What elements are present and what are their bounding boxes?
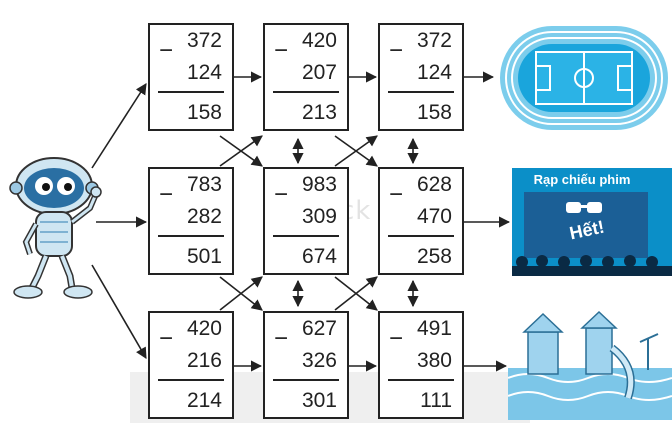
minuend: 420: [301, 29, 337, 52]
result-line: [273, 235, 339, 237]
arrow-r2c1-r1c2: [219, 135, 263, 167]
minuend: 372: [416, 29, 452, 52]
subtrahend: 470: [416, 205, 452, 228]
minuend: 783: [186, 173, 222, 196]
subtrahend: 326: [301, 349, 337, 372]
stadium-image: [500, 26, 668, 130]
difference: 158: [416, 101, 452, 124]
water-park-image: [508, 310, 672, 420]
arrow-robot-r3: [91, 264, 147, 359]
subtraction-box-r3c2: −627 326 301: [263, 311, 349, 419]
difference: 158: [186, 101, 222, 124]
arrow-robot-r1: [91, 83, 147, 169]
minuend: 491: [416, 317, 452, 340]
subtrahend: 309: [301, 205, 337, 228]
subtrahend: 282: [186, 205, 222, 228]
arrow-r3c2-r2c3: [334, 276, 378, 311]
result-line: [158, 379, 224, 381]
minuend: 372: [186, 29, 222, 52]
minus-sign: −: [389, 181, 404, 208]
result-line: [388, 91, 454, 93]
minus-sign: −: [159, 181, 174, 208]
result-line: [158, 91, 224, 93]
audience-silhouette: [512, 255, 672, 276]
minus-sign: −: [159, 37, 174, 64]
minus-sign: −: [274, 181, 289, 208]
cinema-screen: [524, 192, 648, 258]
minuend: 628: [416, 173, 452, 196]
subtraction-box-r3c1: −420 216 214: [148, 311, 234, 419]
difference: 214: [186, 389, 222, 412]
result-line: [273, 91, 339, 93]
minuend: 983: [301, 173, 337, 196]
result-line: [388, 379, 454, 381]
subtrahend: 216: [186, 349, 222, 372]
arrow-r2c2-r1c3: [334, 135, 378, 167]
arrow-r3c1-r2c2: [219, 276, 263, 311]
subtraction-box-r1c2: −420 207 213: [263, 23, 349, 131]
minus-sign: −: [389, 37, 404, 64]
cinema-sign: Rạp chiếu phim: [533, 172, 631, 187]
minus-sign: −: [159, 325, 174, 352]
subtraction-box-r1c3: −372 124 158: [378, 23, 464, 131]
minus-sign: −: [389, 325, 404, 352]
difference: 674: [301, 245, 337, 268]
robot-image: [9, 157, 102, 299]
minus-sign: −: [274, 37, 289, 64]
result-line: [273, 379, 339, 381]
difference: 501: [186, 245, 222, 268]
subtrahend: 124: [416, 61, 452, 84]
difference: 301: [301, 389, 337, 412]
subtraction-box-r2c2: −983 309 674: [263, 167, 349, 275]
subtrahend: 207: [301, 61, 337, 84]
minuend: 627: [301, 317, 337, 340]
cinema-image: Rạp chiếu phim Hết!: [512, 168, 672, 276]
subtrahend: 124: [186, 61, 222, 84]
difference: 258: [416, 245, 452, 268]
minuend: 420: [186, 317, 222, 340]
difference: 111: [420, 389, 452, 412]
subtrahend: 380: [416, 349, 452, 372]
subtraction-box-r2c1: −783 282 501: [148, 167, 234, 275]
minus-sign: −: [274, 325, 289, 352]
subtraction-box-r2c3: −628 470 258: [378, 167, 464, 275]
result-line: [158, 235, 224, 237]
difference: 213: [301, 101, 337, 124]
subtraction-box-r3c3: −491 380 111: [378, 311, 464, 419]
subtraction-box-r1c1: −372 124 158: [148, 23, 234, 131]
glasses-icon: [566, 202, 602, 213]
result-line: [388, 235, 454, 237]
